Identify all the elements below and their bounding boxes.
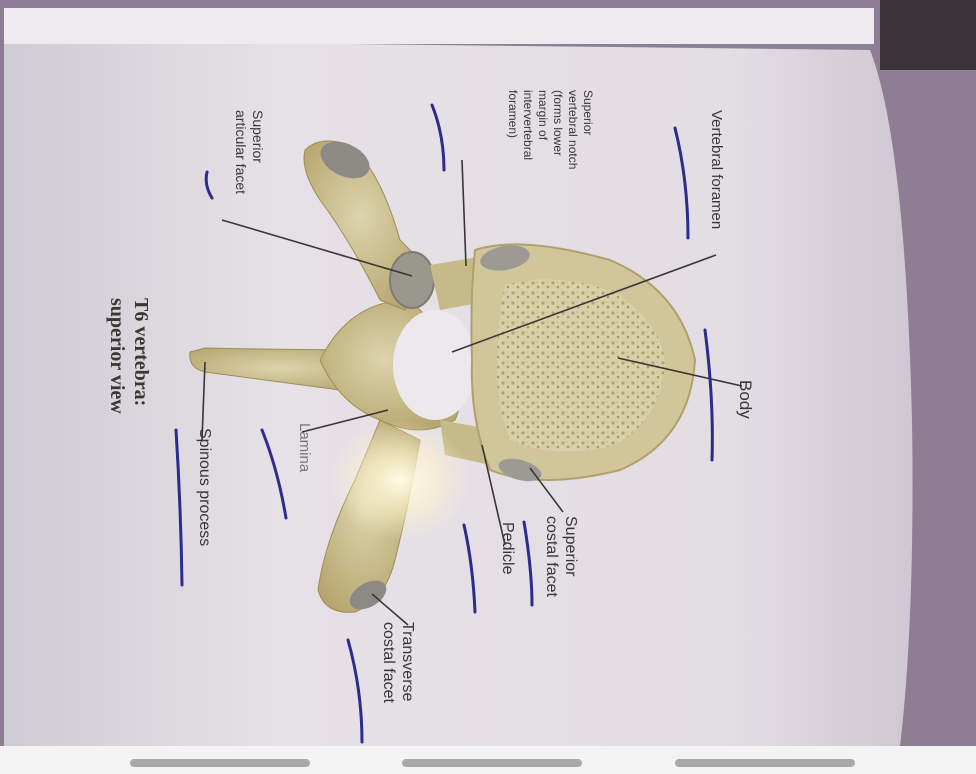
page-top-edge (4, 8, 874, 44)
label-pedicle: Pedicle (499, 522, 516, 575)
nav-handle-center[interactable] (402, 759, 582, 767)
label-vertebral-foramen: Vertebral foramen (708, 110, 725, 229)
nav-handle-left[interactable] (130, 759, 310, 767)
vertebral-foramen-shape (393, 310, 477, 420)
flash-glare (330, 420, 470, 540)
label-spinous-process: Spinous process (196, 428, 213, 546)
label-lamina: Lamina (296, 423, 313, 473)
nav-handle-right[interactable] (675, 759, 855, 767)
dark-corner (880, 0, 976, 70)
label-body: Body (736, 380, 755, 419)
superior-articular-facet-shape (390, 252, 434, 308)
